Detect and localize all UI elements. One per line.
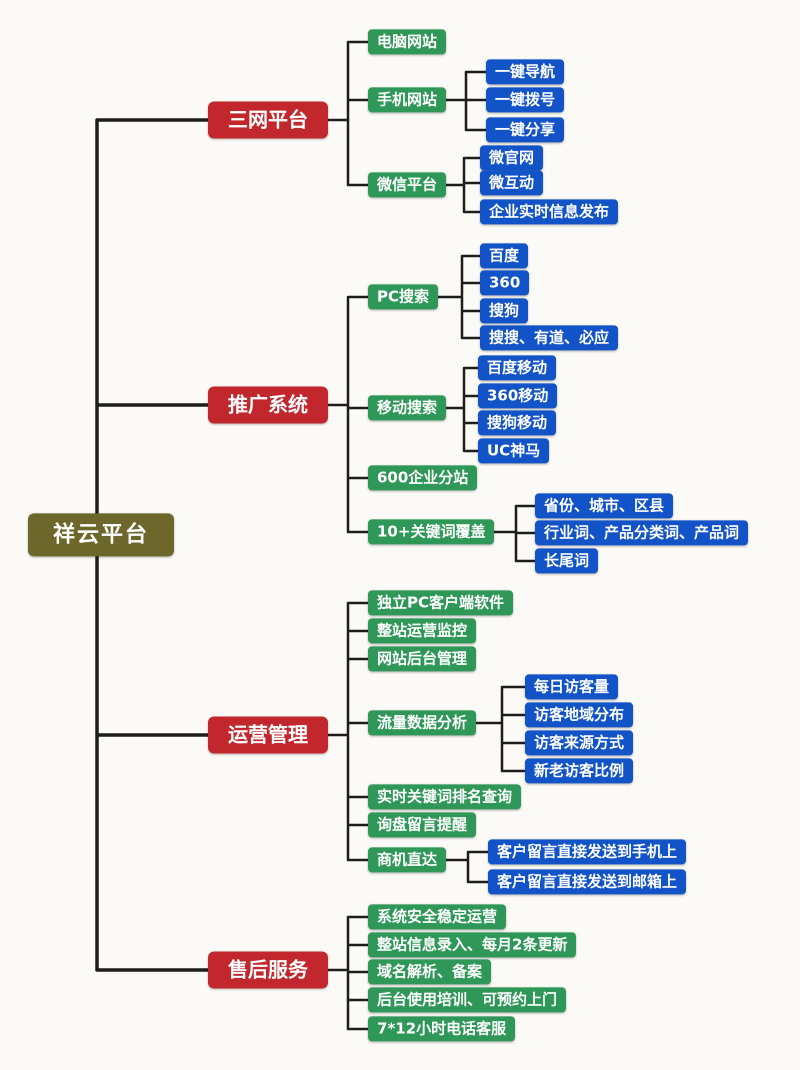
leaf-node: 省份、城市、区县 bbox=[535, 493, 674, 519]
leaf-node: 网站后台管理 bbox=[368, 646, 477, 672]
leaf-node: 客户留言直接发送到邮箱上 bbox=[488, 869, 687, 895]
leaf-node: 百度移动 bbox=[478, 355, 557, 381]
leaf-node: 系统安全稳定运营 bbox=[368, 904, 507, 930]
leaf-node: 实时关键词排名查询 bbox=[368, 784, 522, 810]
leaf-node: 360移动 bbox=[478, 383, 558, 409]
leaf-node: UC神马 bbox=[478, 438, 550, 464]
leaf-node: 搜狗移动 bbox=[478, 410, 557, 436]
branch-node-promotion: 推广系统 bbox=[208, 386, 328, 424]
leaf-node: 手机网站 bbox=[368, 87, 447, 113]
leaf-node: 流量数据分析 bbox=[368, 710, 477, 736]
leaf-node: 长尾词 bbox=[535, 548, 599, 574]
branch-lines bbox=[313, 40, 537, 1031]
leaf-node: 询盘留言提醒 bbox=[368, 812, 477, 838]
leaf-node: 搜狗 bbox=[480, 298, 529, 324]
leaf-node: 电脑网站 bbox=[368, 29, 447, 55]
leaf-node: 访客来源方式 bbox=[525, 730, 634, 756]
leaf-node: 7*12小时电话客服 bbox=[368, 1016, 516, 1042]
leaf-node: 商机直达 bbox=[368, 847, 447, 873]
leaf-node: 搜搜、有道、必应 bbox=[480, 325, 619, 351]
leaf-node: 600企业分站 bbox=[368, 465, 478, 491]
leaf-node: PC搜索 bbox=[368, 284, 439, 310]
leaf-node: 整站信息录入、每月2条更新 bbox=[368, 932, 577, 958]
leaf-node: 一键导航 bbox=[486, 59, 565, 85]
leaf-node: 360 bbox=[480, 270, 530, 296]
leaf-node: 独立PC客户端软件 bbox=[368, 590, 514, 616]
leaf-node: 微互动 bbox=[480, 170, 544, 196]
leaf-node: 移动搜索 bbox=[368, 395, 447, 421]
leaf-node: 域名解析、备案 bbox=[368, 959, 492, 985]
leaf-node: 10+关键词覆盖 bbox=[368, 519, 495, 545]
root-node: 祥云平台 bbox=[28, 513, 174, 557]
leaf-node: 微官网 bbox=[480, 145, 544, 171]
leaf-node: 行业词、产品分类词、产品词 bbox=[535, 520, 749, 546]
branch-node-aftersales: 售后服务 bbox=[208, 951, 328, 989]
leaf-node: 新老访客比例 bbox=[525, 758, 634, 784]
leaf-node: 一键拨号 bbox=[486, 87, 565, 113]
leaf-node: 每日访客量 bbox=[525, 674, 619, 700]
branch-node-three-net: 三网平台 bbox=[208, 101, 328, 139]
leaf-node: 后台使用培训、可预约上门 bbox=[368, 987, 567, 1013]
leaf-node: 整站运营监控 bbox=[368, 618, 477, 644]
leaf-node: 企业实时信息发布 bbox=[480, 199, 619, 225]
leaf-node: 访客地域分布 bbox=[525, 702, 634, 728]
leaf-node: 百度 bbox=[480, 243, 529, 269]
branch-node-operation: 运营管理 bbox=[208, 716, 328, 754]
leaf-node: 客户留言直接发送到手机上 bbox=[488, 839, 687, 865]
leaf-node: 微信平台 bbox=[368, 172, 447, 198]
leaf-node: 一键分享 bbox=[486, 117, 565, 143]
